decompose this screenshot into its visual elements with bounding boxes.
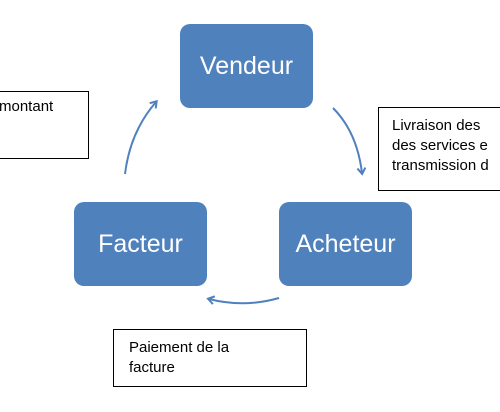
note-montant: montant — [0, 91, 89, 159]
arrow-vendeur-to-acheteur — [332, 107, 367, 176]
arrow-facteur-to-vendeur — [124, 99, 158, 175]
node-vendeur: Vendeur — [180, 24, 313, 108]
note-paiement: Paiement de la facture — [113, 329, 307, 387]
arrow-acheteur-to-facteur — [206, 295, 280, 305]
note-livraison: Livraison des des services e transmissio… — [378, 107, 500, 191]
node-facteur-label: Facteur — [98, 229, 183, 258]
node-acheteur: Acheteur — [279, 202, 412, 286]
node-vendeur-label: Vendeur — [199, 51, 294, 80]
node-facteur: Facteur — [74, 202, 207, 286]
node-acheteur-label: Acheteur — [295, 229, 396, 258]
